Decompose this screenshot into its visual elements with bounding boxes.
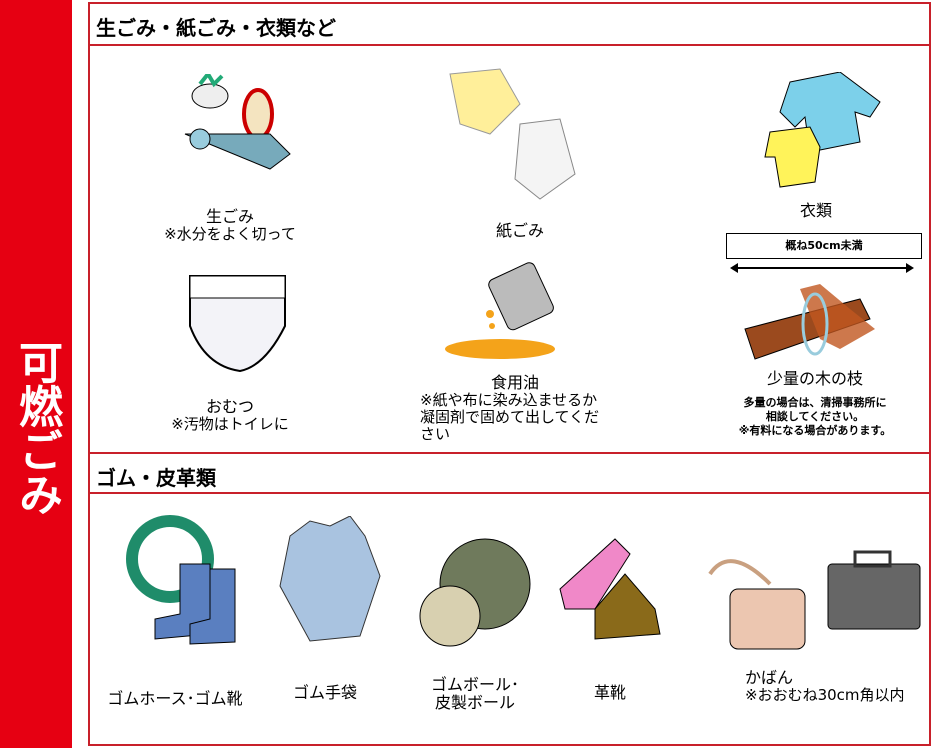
item-label: 生ごみ: [205, 207, 254, 226]
item-paper-waste: 紙ごみ: [450, 222, 590, 240]
clothing-icon: [764, 72, 881, 188]
bags-icon: [708, 550, 921, 650]
item-note: ※紙や布に染み込ませるか凝固剤で固めて出してください: [420, 391, 600, 443]
item-label: 衣類: [799, 201, 832, 220]
item-label: 皮製ボール: [434, 693, 515, 712]
item-label: ゴムホース･ゴム靴: [107, 689, 243, 708]
item-label: 革靴: [593, 683, 626, 702]
food-waste-icon: [184, 74, 291, 170]
item-cooking-oil: 食用油 ※紙や布に染み込ませるか凝固剤で固めて出してください: [420, 374, 610, 443]
item-label: おむつ: [205, 397, 254, 416]
item-rubber-hose-boots: ゴムホース･ゴム靴: [90, 690, 260, 708]
content-panel: 生ごみ・紙ごみ・衣類など 生ごみ ※水分をよく切って 紙ごみ 衣類 おむつ ※汚…: [88, 2, 931, 746]
category-sidebar: 可燃ごみ: [0, 0, 72, 748]
item-label: ゴムボール･: [430, 675, 519, 694]
balls-icon: [419, 538, 531, 647]
category-title: 可燃ごみ: [11, 340, 62, 516]
leather-shoes-icon: [559, 538, 661, 640]
item-diaper: おむつ ※汚物はトイレに: [140, 398, 320, 433]
item-label: ゴム手袋: [292, 683, 357, 702]
item-note: ※おおむね30cm角以内: [745, 686, 905, 704]
diaper-icon: [189, 275, 286, 373]
cooking-oil-icon: [445, 262, 555, 359]
item-food-waste: 生ごみ ※水分をよく切って: [140, 208, 320, 243]
item-label: 少量の木の枝: [766, 369, 863, 388]
rubber-hose-boots-icon: [126, 515, 236, 645]
item-bags: かばん ※おおむね30cm角以内: [745, 669, 925, 704]
size-limit-box: 概ね50cm未満: [726, 233, 922, 259]
item-balls: ゴムボール･ 皮製ボール: [410, 676, 540, 712]
section-header-rubber-leather: ゴム・皮革類: [90, 452, 929, 494]
item-note: ※水分をよく切って: [164, 225, 296, 243]
section-header-burnable: 生ごみ・紙ごみ・衣類など: [90, 4, 929, 46]
item-label: 食用油: [490, 373, 539, 392]
rubber-gloves-icon: [279, 516, 381, 642]
item-note: ※汚物はトイレに: [171, 415, 289, 433]
item-rubber-gloves: ゴム手袋: [270, 684, 380, 702]
branches-icon: [744, 284, 875, 360]
item-note: 多量の場合は、清掃事務所に: [743, 396, 887, 409]
item-note: ※有料になる場合があります。: [738, 424, 892, 437]
item-branches: 少量の木の枝 多量の場合は、清掃事務所に 相談してください。 ※有料になる場合が…: [710, 370, 920, 438]
item-label: 紙ごみ: [495, 221, 544, 240]
item-clothing: 衣類: [766, 202, 866, 220]
item-leather-shoes: 革靴: [570, 684, 650, 702]
paper-waste-icon: [449, 68, 576, 200]
size-arrow-icon: [730, 263, 914, 273]
item-note: 相談してください。: [765, 410, 865, 423]
item-label: かばん: [745, 668, 794, 687]
